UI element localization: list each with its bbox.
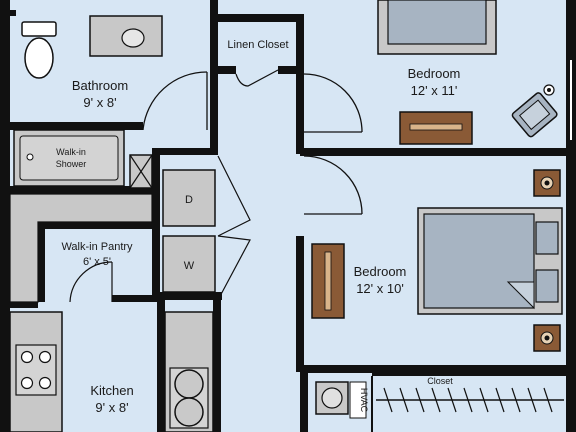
cooktop bbox=[15, 344, 57, 396]
kitchen-name: Kitchen bbox=[90, 383, 133, 398]
laundry-door-swing-2 bbox=[217, 235, 251, 301]
shower-label-line1: Walk-in bbox=[56, 147, 86, 157]
bathroom-door-swing bbox=[142, 71, 208, 131]
bedroom-top-size: 12' x 11' bbox=[411, 83, 458, 98]
pillow bbox=[535, 221, 559, 255]
burner-icon bbox=[38, 350, 52, 364]
pantry-name: Walk-in Pantry bbox=[61, 241, 133, 253]
toilet-tank bbox=[21, 21, 57, 37]
kitchen-size: 9' x 8' bbox=[95, 400, 128, 415]
pillow bbox=[535, 269, 559, 303]
closet-hangers bbox=[383, 387, 553, 413]
bathroom-size: 9' x 8' bbox=[83, 95, 116, 110]
pantry-shelves bbox=[9, 193, 153, 303]
dryer bbox=[162, 169, 216, 227]
closet-label: Closet bbox=[427, 376, 453, 386]
hvac-label: HVAC bbox=[359, 388, 369, 413]
hall-door-swing-right bbox=[303, 73, 363, 133]
sink-icon bbox=[121, 28, 145, 48]
washer-label: W bbox=[184, 260, 195, 272]
bedroom-door-swing bbox=[303, 155, 363, 215]
washer bbox=[162, 235, 216, 293]
bedroom-mid-name: Bedroom bbox=[354, 264, 407, 279]
sink-basin-icon bbox=[174, 397, 204, 427]
hvac-fan-icon bbox=[321, 387, 343, 409]
linen-closet-label: Linen Closet bbox=[227, 39, 288, 51]
bedroom-mid-size: 12' x 10' bbox=[356, 281, 404, 296]
drain-icon bbox=[26, 153, 34, 161]
hvac-label-box bbox=[349, 381, 367, 419]
armchair-icon bbox=[511, 92, 558, 138]
burner-icon bbox=[20, 376, 34, 390]
bathroom-name: Bathroom bbox=[72, 78, 128, 93]
sink-basin-icon bbox=[174, 369, 204, 399]
bedroom-top-name: Bedroom bbox=[408, 66, 461, 81]
burner-icon bbox=[20, 350, 34, 364]
toilet-icon bbox=[24, 37, 54, 79]
dryer-label: D bbox=[185, 194, 193, 206]
burner-icon bbox=[38, 376, 52, 390]
pantry-door-swing bbox=[69, 261, 113, 303]
laundry-door-swing bbox=[217, 155, 251, 237]
linen-closet-door-swing bbox=[235, 69, 279, 87]
shower-label-line2: Shower bbox=[56, 159, 87, 169]
pantry-size: 6' x 5' bbox=[83, 256, 111, 268]
